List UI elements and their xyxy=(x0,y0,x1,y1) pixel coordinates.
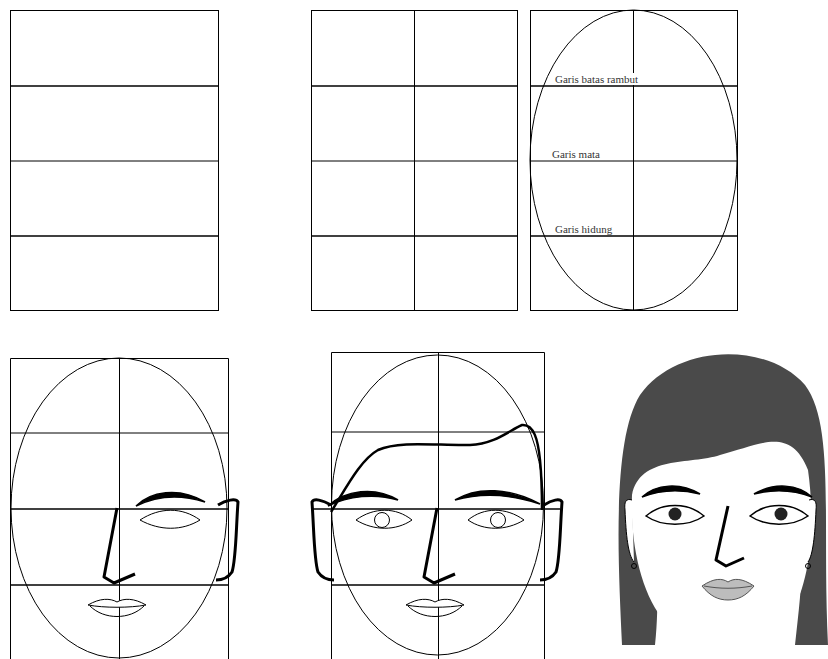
guide-line-label: Garis hidung xyxy=(554,223,613,235)
guide-line-label: Garis mata xyxy=(551,148,601,160)
guide-line-label: Garis batas rambut xyxy=(554,73,639,85)
